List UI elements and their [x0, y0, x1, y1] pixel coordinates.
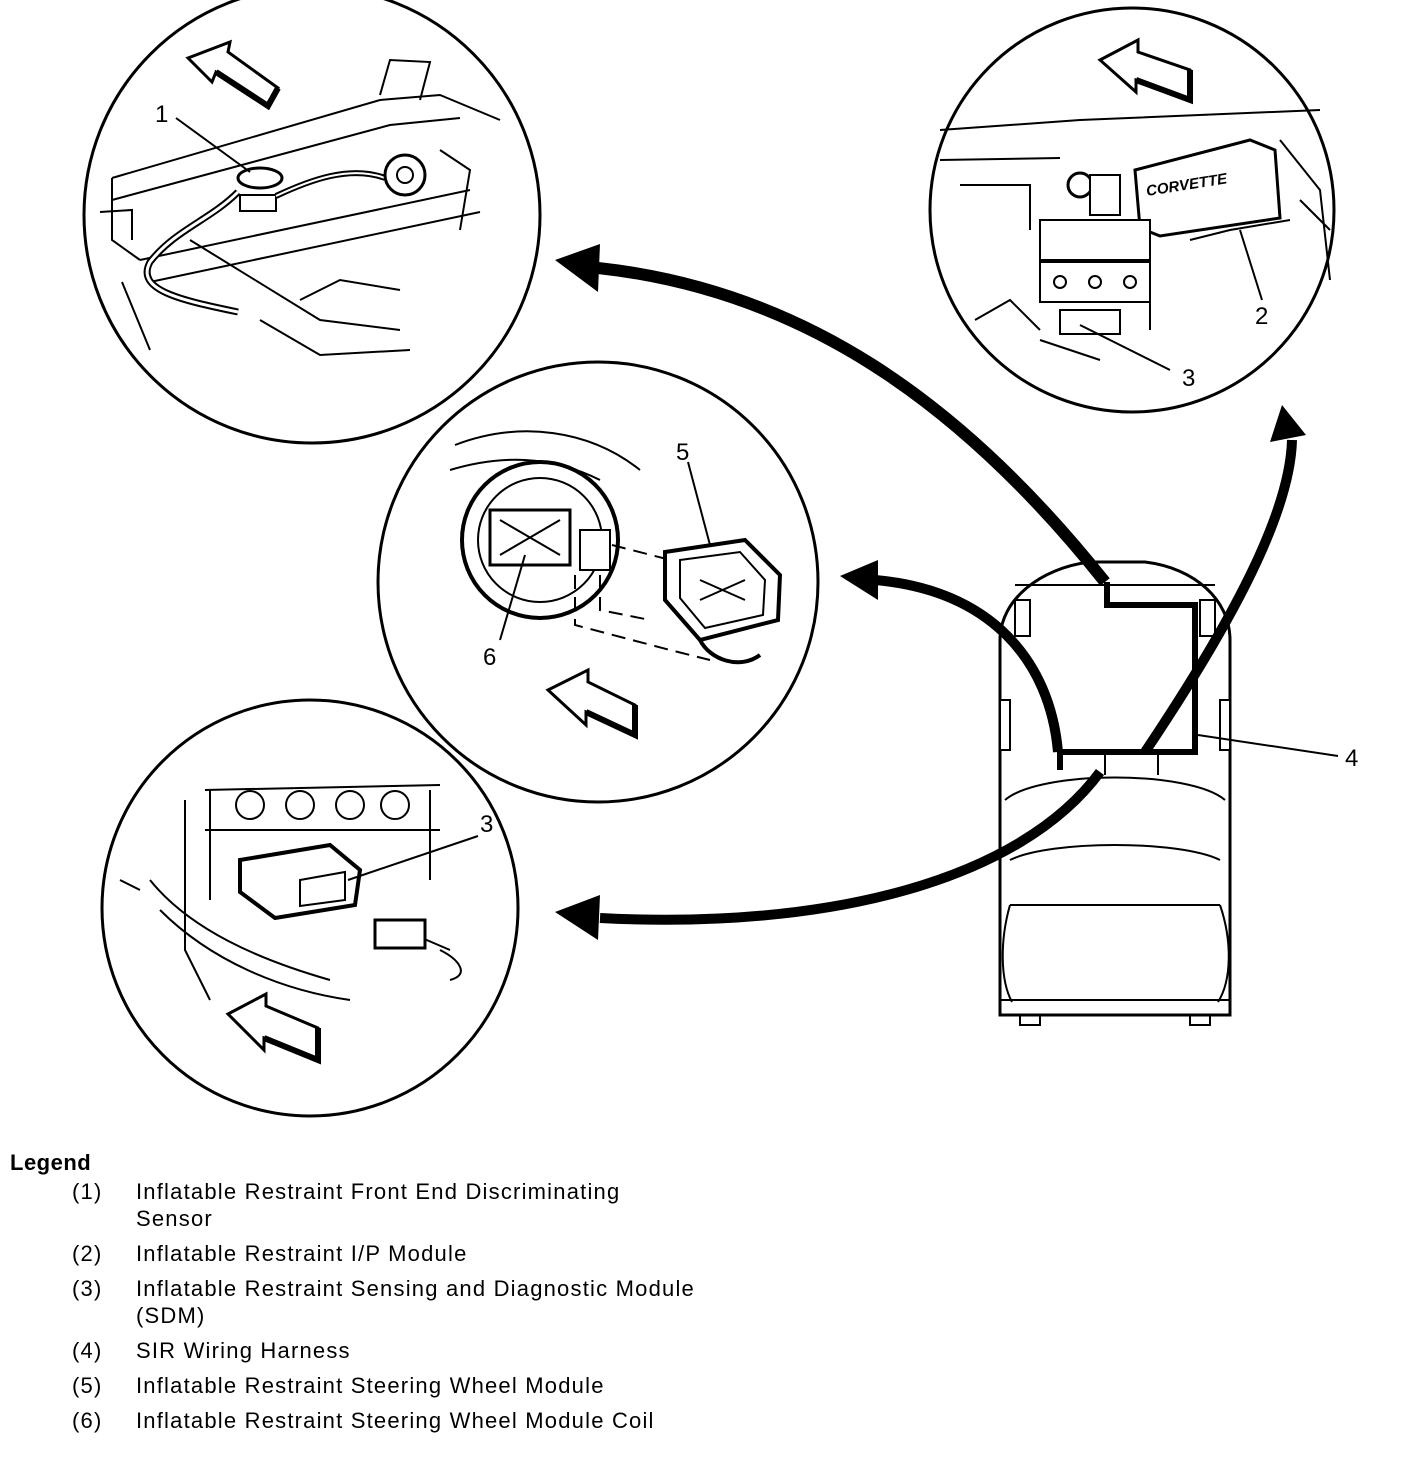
legend-item: (1) Inflatable Restraint Front End Discr… — [10, 1178, 910, 1232]
direction-arrow-icon — [545, 667, 638, 740]
steering-wheel-module — [663, 537, 783, 665]
sdm-module — [238, 842, 363, 921]
detail-steering-wheel — [376, 360, 820, 804]
direction-arrow-icon — [225, 991, 321, 1065]
detail-front-sensor — [82, 0, 542, 445]
locator-arrows — [555, 244, 1306, 940]
steering-wheel-coil — [488, 508, 611, 571]
legend-item: (2) Inflatable Restraint I/P Module — [10, 1240, 910, 1267]
sir-component-diagram: CORVETTE — [82, 0, 1358, 1118]
legend-item-number: (1) — [72, 1179, 103, 1204]
legend-item-text: Inflatable Restraint Front End Discrimin… — [136, 1179, 621, 1231]
detail-ip-module: CORVETTE — [928, 6, 1336, 414]
legend-item-text: Inflatable Restraint I/P Module — [136, 1241, 468, 1266]
legend-item: (4) SIR Wiring Harness — [10, 1337, 910, 1364]
direction-arrow-icon — [185, 39, 281, 111]
legend-item: (6) Inflatable Restraint Steering Wheel … — [10, 1407, 910, 1434]
arrowhead-icon — [555, 895, 600, 940]
callout-5: 5 — [676, 439, 689, 466]
arrowhead-icon — [840, 560, 878, 600]
legend-item-text: Inflatable Restraint Steering Wheel Modu… — [136, 1408, 655, 1433]
legend: Legend (1) Inflatable Restraint Front En… — [10, 1150, 910, 1442]
callout-4: 4 — [1345, 745, 1358, 772]
legend-item: (5) Inflatable Restraint Steering Wheel … — [10, 1372, 910, 1399]
vehicle-outline — [998, 560, 1232, 1026]
callout-2: 2 — [1255, 303, 1268, 330]
legend-item-number: (5) — [72, 1373, 103, 1398]
legend-item-number: (4) — [72, 1338, 103, 1363]
direction-arrow-icon — [1097, 37, 1193, 105]
legend-title: Legend — [10, 1150, 92, 1175]
legend-item-text: Inflatable Restraint Steering Wheel Modu… — [136, 1373, 605, 1398]
callout-3-sdm: 3 — [480, 811, 493, 838]
legend-item-number: (6) — [72, 1408, 103, 1433]
legend-item: (3) Inflatable Restraint Sensing and Dia… — [10, 1275, 910, 1329]
callout-6: 6 — [483, 644, 496, 671]
callout-1: 1 — [155, 101, 168, 128]
callout-3-ip: 3 — [1182, 365, 1195, 392]
legend-item-text: Inflatable Restraint Sensing and Diagnos… — [136, 1276, 695, 1328]
legend-item-number: (3) — [72, 1276, 103, 1301]
legend-item-text: SIR Wiring Harness — [136, 1338, 351, 1363]
legend-item-number: (2) — [72, 1241, 103, 1266]
arrowhead-icon — [1270, 405, 1306, 442]
arrowhead-icon — [555, 244, 600, 292]
detail-sdm — [100, 698, 520, 1118]
